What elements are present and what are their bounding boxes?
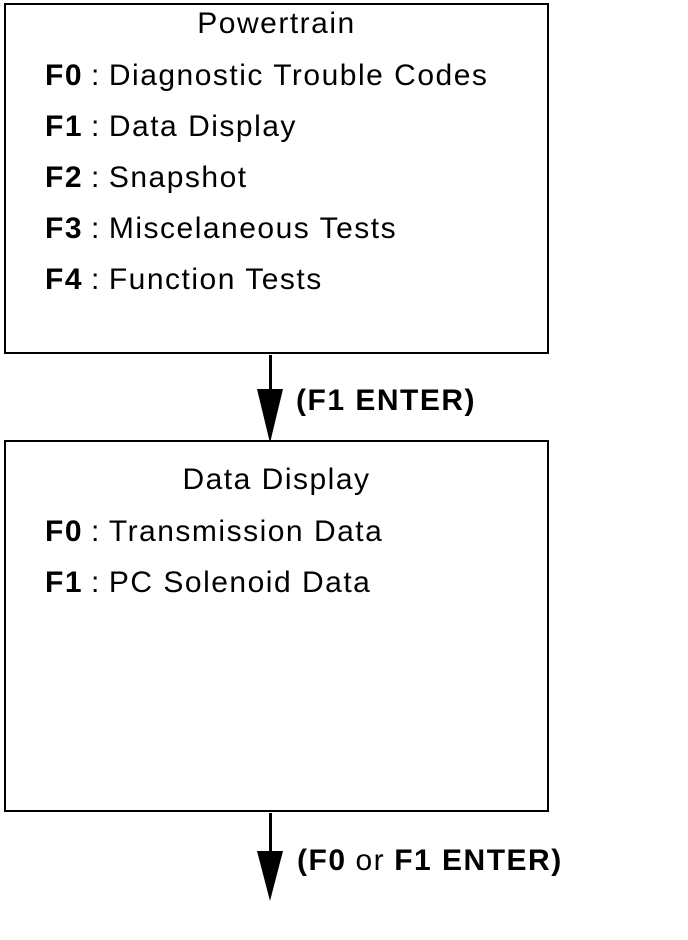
code-separator: :	[91, 263, 101, 296]
menu-item-f3: F3:Miscelaneous Tests	[45, 203, 547, 254]
data-display-menu-list: F0:Transmission Data F1:PC Solenoid Data	[6, 506, 547, 608]
keypress-text: (F0	[297, 844, 347, 877]
code-separator: :	[91, 566, 101, 599]
arrow-shaft	[269, 355, 272, 393]
fkey-code: F1	[45, 566, 84, 599]
arrow-down-icon	[257, 851, 283, 901]
powertrain-menu-title: Powertrain	[197, 7, 356, 40]
fkey-code: F0	[45, 515, 84, 548]
data-display-menu-box: Data Display F0:Transmission Data F1:PC …	[4, 440, 549, 812]
code-separator: :	[91, 59, 101, 92]
code-separator: :	[91, 161, 101, 194]
fkey-code: F1	[45, 110, 84, 143]
fkey-code: F3	[45, 212, 84, 245]
code-separator: :	[91, 110, 101, 143]
menu-item-f4: F4:Function Tests	[45, 254, 547, 305]
powertrain-menu-list: F0:Diagnostic Trouble Codes F1:Data Disp…	[6, 50, 547, 305]
fkey-code: F4	[45, 263, 84, 296]
menu-item-label: Function Tests	[108, 263, 323, 296]
menu-item-label: PC Solenoid Data	[108, 566, 372, 599]
keypress-text-or: or	[355, 844, 386, 877]
menu-item-label: Snapshot	[108, 161, 248, 194]
fkey-code: F0	[45, 59, 84, 92]
arrow-shaft	[269, 813, 272, 855]
menu-item-f1: F1:Data Display	[45, 101, 547, 152]
menu-item-f1: F1:PC Solenoid Data	[45, 557, 547, 608]
menu-item-f2: F2:Snapshot	[45, 152, 547, 203]
data-display-menu-title: Data Display	[182, 463, 371, 496]
keypress-text: (F1 ENTER)	[296, 384, 476, 417]
menu-item-label: Diagnostic Trouble Codes	[108, 59, 489, 92]
menu-item-f0: F0:Diagnostic Trouble Codes	[45, 50, 547, 101]
code-separator: :	[91, 212, 101, 245]
fkey-code: F2	[45, 161, 84, 194]
arrow-keypress-label: (F1 ENTER)	[296, 383, 476, 419]
arrow-down-icon	[257, 389, 283, 443]
menu-item-label: Miscelaneous Tests	[108, 212, 398, 245]
powertrain-menu-box: Powertrain F0:Diagnostic Trouble Codes F…	[4, 3, 549, 354]
menu-item-label: Data Display	[108, 110, 297, 143]
code-separator: :	[91, 515, 101, 548]
keypress-text: F1 ENTER)	[394, 844, 563, 877]
menu-item-label: Transmission Data	[108, 515, 384, 548]
menu-item-f0: F0:Transmission Data	[45, 506, 547, 557]
